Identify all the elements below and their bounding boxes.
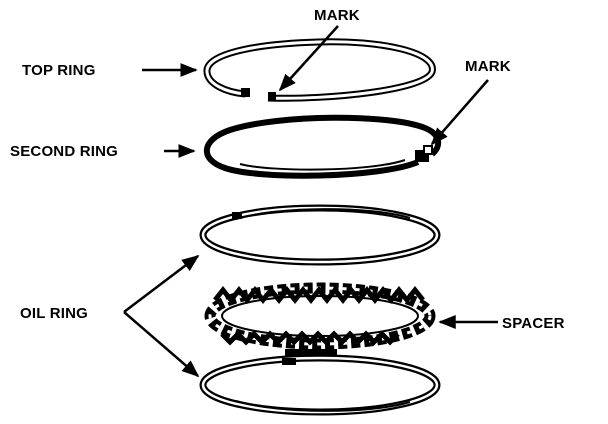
arrow-mark-right (430, 79, 489, 146)
label-top-ring: TOP RING (22, 62, 96, 79)
label-mark-top: MARK (314, 7, 360, 24)
oil-ring-lower-rail (199, 354, 441, 416)
arrow-oil-ring-lower (123, 311, 200, 378)
top-ring (203, 38, 436, 102)
label-spacer: SPACER (502, 315, 565, 332)
arrow-oil-ring-upper (123, 254, 200, 313)
arrow-mark-top (278, 25, 339, 92)
label-oil-ring: OIL RING (20, 305, 88, 322)
oil-ring-upper-rail (199, 204, 441, 266)
second-ring (203, 114, 442, 179)
oil-ring-spacer (204, 282, 436, 357)
leader-arrows (123, 25, 498, 378)
label-second-ring: SECOND RING (10, 143, 118, 160)
label-mark-right: MARK (465, 58, 511, 75)
